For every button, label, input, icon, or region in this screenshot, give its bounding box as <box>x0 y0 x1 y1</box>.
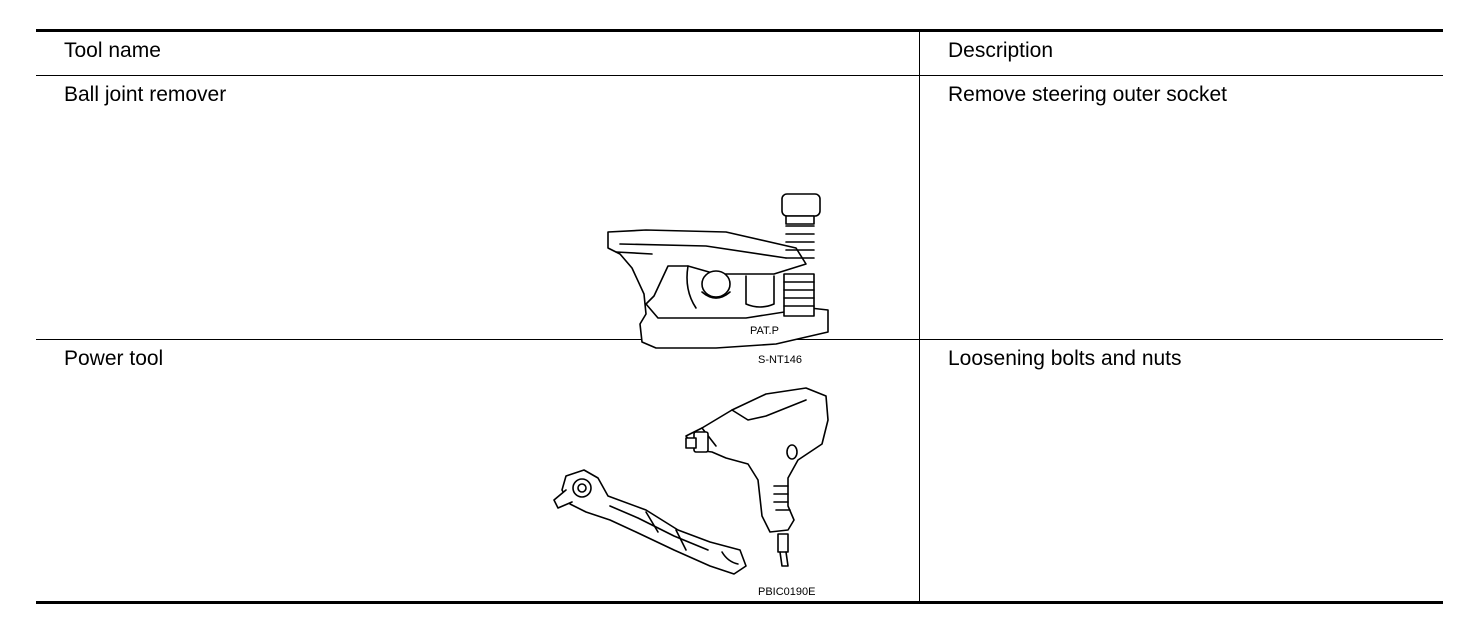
ball-joint-remover-icon: PAT.P <box>607 193 829 349</box>
tool-name: Ball joint remover <box>64 83 227 106</box>
illustration-marking: PAT.P <box>750 325 779 337</box>
tool-name-cell: Ball joint remover PAT.P <box>36 76 920 366</box>
description-cell: Remove steering outer socket <box>948 83 1227 106</box>
header-description: Description <box>948 39 1054 62</box>
table-header-row: Tool name Description <box>36 32 1443 75</box>
header-tool-name: Tool name <box>36 32 920 75</box>
power-tool-icon <box>553 387 829 575</box>
figure-code: PBIC0190E <box>758 586 816 598</box>
tool-name: Power tool <box>64 347 164 370</box>
tool-name-cell: Power tool <box>36 340 920 601</box>
tool-table: Tool name Description Ball joint remover <box>36 29 1443 604</box>
description-cell: Loosening bolts and nuts <box>948 347 1182 370</box>
table-row: Power tool <box>36 339 1443 601</box>
figure-code: S-NT146 <box>758 354 803 366</box>
table-row: Ball joint remover PAT.P <box>36 75 1443 366</box>
